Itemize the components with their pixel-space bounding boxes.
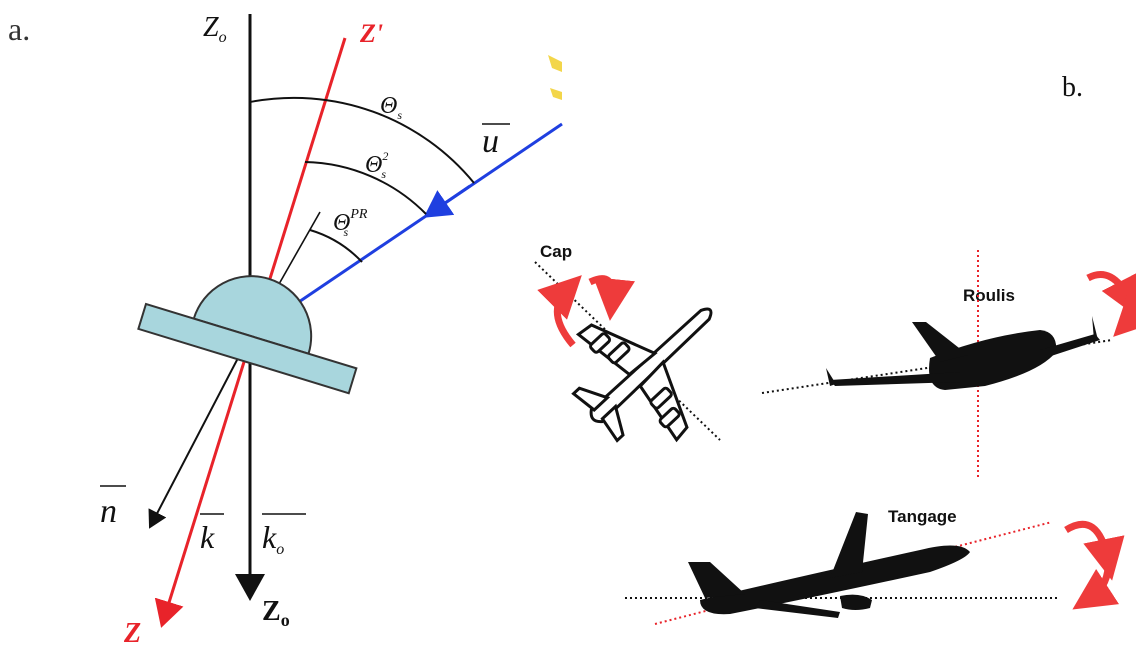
z-prime-label: Z' bbox=[359, 19, 383, 48]
u-arrowhead-seg bbox=[423, 184, 471, 218]
tangage-rotation-arrow-2 bbox=[1072, 559, 1120, 610]
sun-icon bbox=[548, 55, 562, 100]
k0-vector-sub: o bbox=[276, 541, 284, 558]
k-vector-label: k bbox=[200, 519, 215, 555]
theta-s-arc bbox=[249, 96, 475, 184]
n-vector-label-group: n bbox=[100, 485, 126, 530]
cap-group: Cap bbox=[534, 242, 721, 443]
z0-top-label: Z bbox=[203, 12, 219, 43]
black-plane-side-icon bbox=[688, 512, 970, 618]
panel-a: a. Zo Z' Θs bbox=[8, 11, 563, 649]
svg-text:Θs: Θs bbox=[380, 93, 402, 122]
panel-b: b. Cap Roulis bbox=[534, 72, 1136, 625]
svg-text:ko: ko bbox=[262, 519, 284, 558]
theta-s2-label: Θ bbox=[365, 152, 382, 178]
outline-plane-icon bbox=[571, 307, 713, 443]
n-vector-label: n bbox=[100, 493, 117, 530]
cap-rotation-arrow-2 bbox=[588, 275, 635, 321]
k0-vector-label: k bbox=[262, 519, 277, 555]
tangage-pitch-axis bbox=[654, 521, 1053, 625]
theta-spr-sup: PR bbox=[349, 207, 368, 222]
theta-s2-sub: s bbox=[381, 167, 386, 181]
tangage-rotation-arrow bbox=[1064, 520, 1125, 581]
roulis-label: Roulis bbox=[963, 286, 1015, 305]
svg-text:Θ2s: Θ2 s bbox=[365, 149, 388, 181]
u-sun-vector bbox=[249, 122, 563, 337]
u-vector-label: u bbox=[482, 123, 499, 160]
theta-s-sub: s bbox=[397, 108, 402, 122]
tangage-group: Tangage bbox=[625, 507, 1125, 625]
panel-b-label: b. bbox=[1062, 72, 1083, 103]
svg-text:Zo: Zo bbox=[203, 12, 227, 46]
z0-bottom-sub: o bbox=[281, 610, 290, 630]
k0-vector-label-group: ko bbox=[262, 513, 306, 558]
cap-label: Cap bbox=[540, 242, 572, 261]
n-vector bbox=[148, 334, 251, 529]
theta-s2-sup: 2 bbox=[382, 149, 388, 163]
k-vector-label-group: k bbox=[200, 513, 224, 555]
theta-s2-arc bbox=[304, 161, 427, 215]
z-bottom-label: Z bbox=[123, 618, 141, 649]
theta-s-label: Θ bbox=[380, 93, 397, 119]
roulis-group: Roulis bbox=[761, 250, 1136, 478]
svg-text:Zo: Zo bbox=[262, 596, 290, 630]
theta-spr-label: Θ bbox=[333, 210, 350, 236]
theta-spr-sub: s bbox=[343, 225, 348, 239]
sensor-plate bbox=[137, 275, 358, 395]
z0-bottom-label: Z bbox=[262, 596, 281, 627]
tangage-label: Tangage bbox=[888, 507, 957, 526]
roulis-rotation-arrow-2 bbox=[1113, 292, 1136, 337]
cap-rotation-arrow bbox=[537, 275, 582, 348]
z0-top-sub: o bbox=[219, 29, 227, 46]
u-vector-label-group: u bbox=[482, 123, 510, 160]
roulis-rotation-arrow bbox=[1086, 271, 1136, 319]
black-plane-rear-icon bbox=[826, 316, 1100, 390]
theta-spr-arc bbox=[309, 229, 363, 263]
panel-a-label: a. bbox=[8, 11, 30, 47]
